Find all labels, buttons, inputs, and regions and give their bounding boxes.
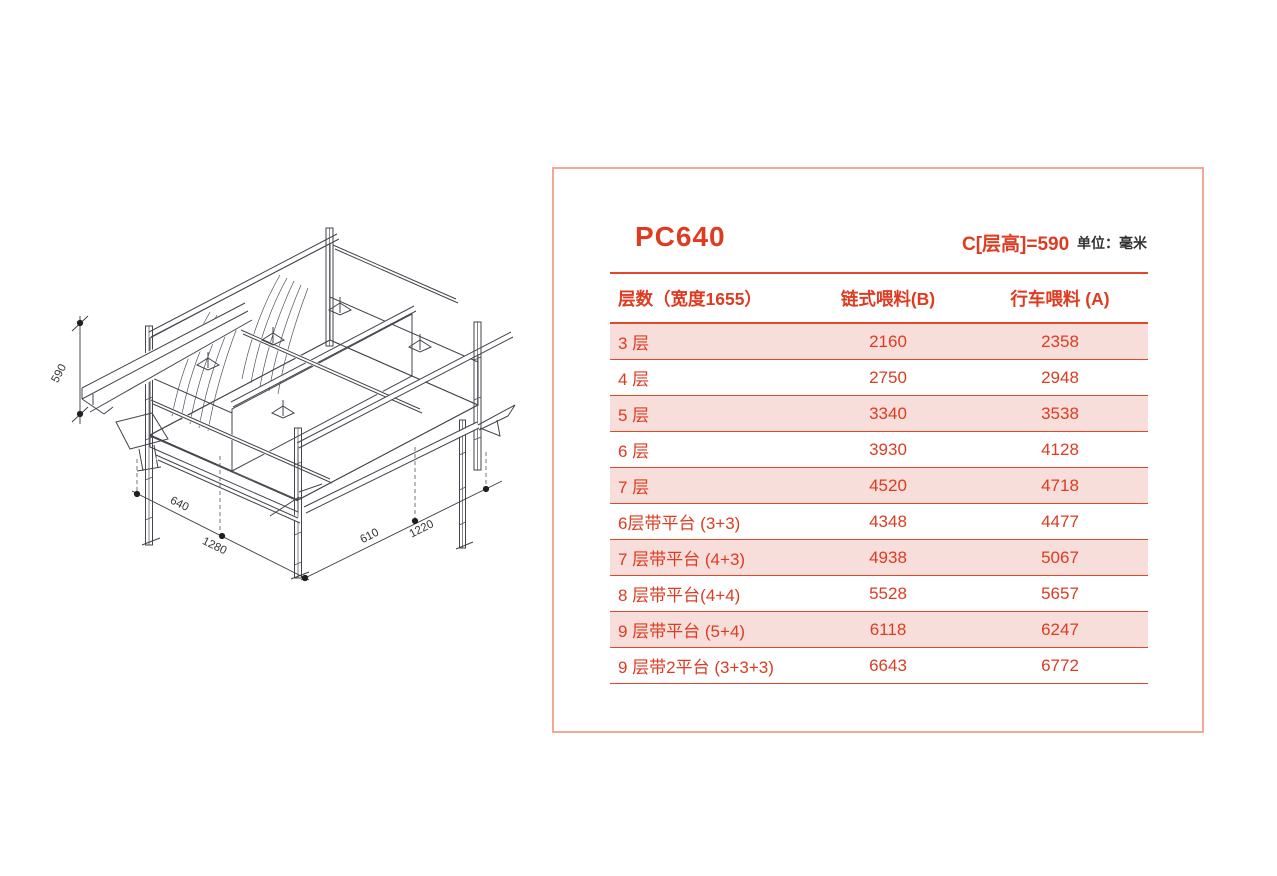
model-title: PC640 (635, 221, 726, 252)
layer-cell: 7 层带平台 (4+3) (610, 539, 804, 576)
column-header-crane-feed: 行车喂料 (A) (972, 272, 1148, 324)
cage-drawing-area: 590 640 1280 610 1220 (0, 0, 560, 640)
unit-label: 单位：毫米 (1077, 235, 1147, 251)
chain-feed-cell: 2160 (804, 323, 972, 360)
crane-feed-cell: 4718 (972, 467, 1148, 504)
left-post (141, 325, 161, 546)
feeder-pan (407, 334, 433, 353)
crane-feed-cell: 2948 (972, 359, 1148, 396)
crane-feed-cell: 4477 (972, 503, 1148, 540)
layer-cell: 6 层 (610, 431, 804, 468)
spec-panel: PC640 C[层高]=590 单位：毫米 层数（宽度1655） 链式喂料(B)… (552, 167, 1204, 733)
crane-feed-cell: 6772 (972, 647, 1148, 684)
dimension-tier-height: 590 (50, 315, 89, 424)
feeder-pan (260, 327, 286, 346)
crane-feed-cell: 5067 (972, 539, 1148, 576)
feeder-pans (195, 297, 433, 419)
layer-cell: 4 层 (610, 359, 804, 396)
dim-label-590: 590 (50, 362, 70, 385)
tier-height-note: C[层高]=590 (962, 234, 1070, 255)
back-post (325, 227, 334, 347)
right-end-post (473, 321, 482, 471)
crane-feed-cell: 6247 (972, 611, 1148, 648)
chain-feed-cell: 5528 (804, 575, 972, 612)
right-leg-post (455, 419, 474, 550)
dim-label-1220: 1220 (408, 518, 436, 540)
layer-cell: 8 层带平台(4+4) (610, 575, 804, 612)
dim-label-610: 610 (358, 527, 381, 546)
chain-feed-cell: 6118 (804, 611, 972, 648)
layer-cell: 9 层带平台 (5+4) (610, 611, 804, 648)
feeder-pan (327, 297, 353, 316)
dimension-right-chain: 610 1220 (300, 447, 503, 582)
chain-feed-cell: 6643 (804, 647, 972, 684)
feed-hopper (115, 412, 169, 472)
column-header-chain-feed: 链式喂料(B) (804, 272, 972, 324)
chain-feed-cell: 3930 (804, 431, 972, 468)
crane-feed-cell: 5657 (972, 575, 1148, 612)
layer-cell: 6层带平台 (3+3) (610, 503, 804, 540)
chain-feed-cell: 4938 (804, 539, 972, 576)
feeder-pan (195, 352, 221, 371)
layer-cell: 9 层带2平台 (3+3+3) (610, 647, 804, 684)
layer-cell: 5 层 (610, 395, 804, 432)
middle-partition (230, 305, 417, 472)
dim-label-1280: 1280 (200, 535, 228, 557)
chain-feed-cell: 2750 (804, 359, 972, 396)
layer-cell: 7 层 (610, 467, 804, 504)
feeder-pan (270, 400, 296, 419)
crane-feed-cell: 4128 (972, 431, 1148, 468)
layer-cell: 3 层 (610, 323, 804, 360)
lower-rails (155, 404, 516, 524)
chain-feed-cell: 4520 (804, 467, 972, 504)
front-post (290, 427, 310, 580)
crane-feed-cell: 3538 (972, 395, 1148, 432)
cage-isometric-drawing: 590 640 1280 610 1220 (50, 227, 516, 582)
support-posts (141, 227, 482, 580)
dimension-left-chain: 640 1280 (131, 456, 310, 582)
chain-feed-cell: 4348 (804, 503, 972, 540)
spec-table-header: 层数（宽度1655） 链式喂料(B) 行车喂料 (A) (610, 272, 1148, 324)
column-header-layers: 层数（宽度1655） (610, 272, 804, 324)
chain-feed-cell: 3340 (804, 395, 972, 432)
feed-trough (80, 302, 253, 472)
crane-feed-cell: 2358 (972, 323, 1148, 360)
